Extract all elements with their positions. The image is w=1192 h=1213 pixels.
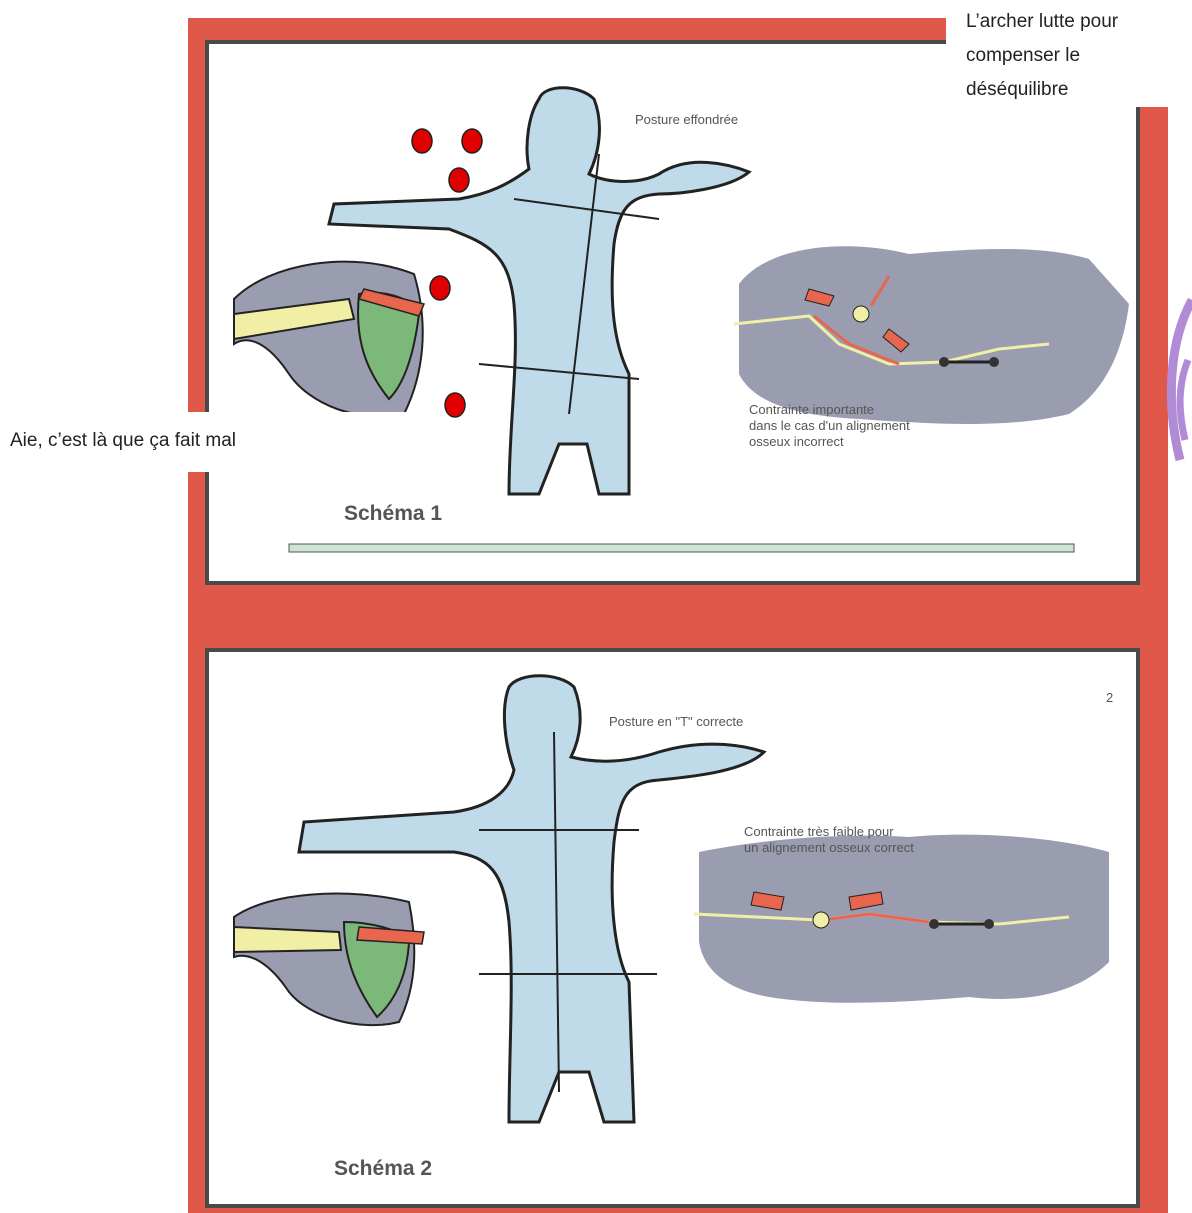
schema-title: Schéma 1: [344, 502, 442, 526]
green-divider: [289, 544, 1074, 552]
posture-label: Posture effondrée: [635, 112, 738, 128]
constraint-caption: Contrainte très faible pour un alignemen…: [744, 824, 914, 856]
schema2-panel: 2 Posture en "T" correcte Contrainte trè…: [205, 648, 1140, 1208]
pain-marker: [445, 393, 465, 417]
schema-title: Schéma 2: [334, 1157, 432, 1181]
pain-marker: [412, 129, 432, 153]
constraint-diagram: [739, 246, 1129, 424]
purple-arc-decoration: [1140, 290, 1192, 470]
pain-marker: [449, 168, 469, 192]
schema2-illustration: [209, 652, 1144, 1212]
page-number: 2: [1106, 690, 1113, 706]
schema1-panel: Posture effondrée Contrainte importante …: [205, 40, 1140, 585]
callout-left: Aie, c’est là que ça fait mal: [0, 412, 410, 472]
constraint-caption: Contrainte importante dans le cas d'un a…: [749, 402, 910, 450]
posture-label: Posture en "T" correcte: [609, 714, 743, 730]
pain-marker: [430, 276, 450, 300]
pain-marker: [462, 129, 482, 153]
callout-top-right: L’archer lutte pour compenser le déséqui…: [946, 5, 1192, 107]
